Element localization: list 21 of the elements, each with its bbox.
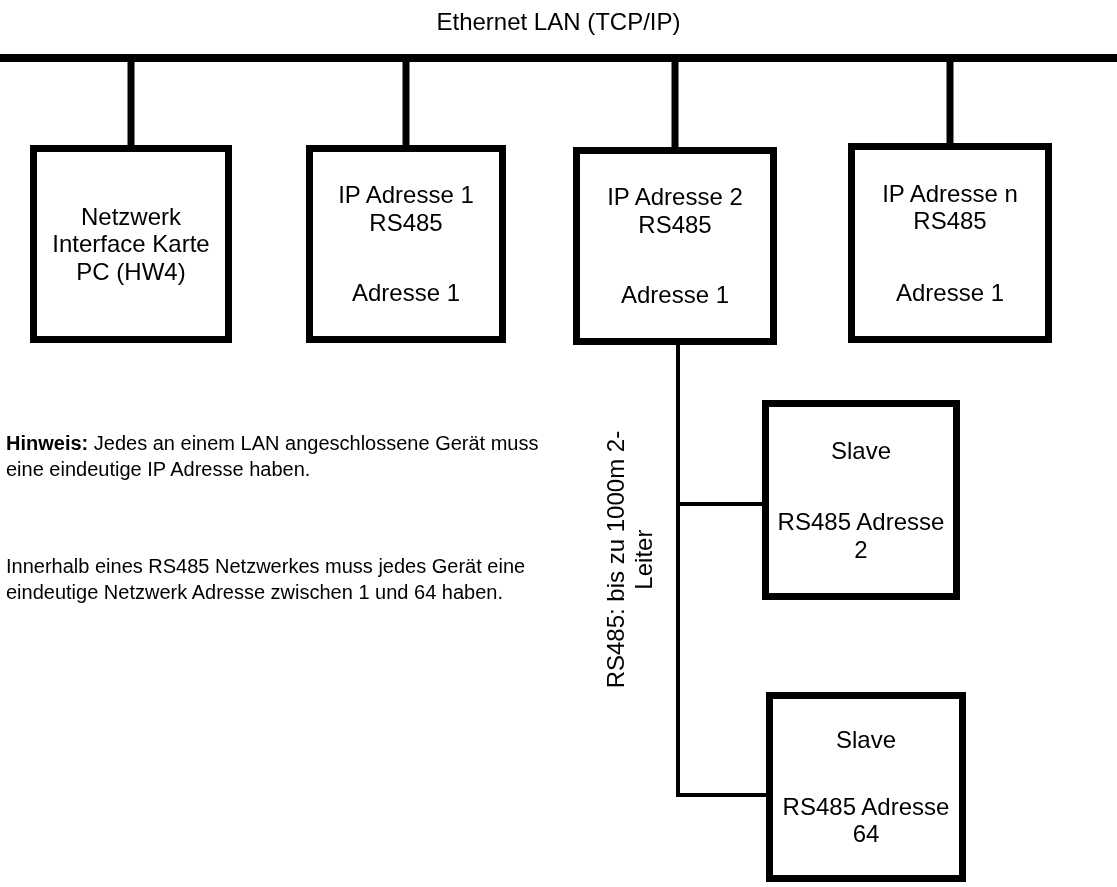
note-text: Hinweis: Jedes an einem LAN angeschlossene Gerät muss eine eindeutige IP Adresse haben. <box>6 431 540 482</box>
bus-title: Ethernet LAN (TCP/IP) <box>435 8 682 37</box>
device-box <box>306 145 506 343</box>
box-text: Adresse 1 <box>620 281 730 309</box>
box-text: Slave <box>830 436 891 465</box>
note-text: Innerhalb eines RS485 Netzwerkes muss jedes Gerät eine eindeutige Netzwerk Adresse zwischen 1 und 64 haben. <box>6 554 527 605</box>
box-text: IP Adresse n RS485 <box>881 179 1019 235</box>
box-text: Adresse 1 <box>895 278 1005 307</box>
box-text: IP Adresse 1 RS485 <box>337 181 475 237</box>
box-text: Adresse 1 <box>351 279 461 307</box>
device-box <box>573 147 777 345</box>
box-text: RS485 Adresse 64 <box>781 792 951 848</box>
box-text: Slave <box>835 726 896 754</box>
box-text: Netzwerk Interface Karte PC (HW4) <box>51 202 211 286</box>
connector-line <box>676 345 766 797</box>
device-box <box>30 145 232 343</box>
box-text: IP Adresse 2 RS485 <box>606 183 744 239</box>
device-box <box>762 400 960 600</box>
device-box <box>848 143 1052 343</box>
device-box <box>766 692 966 882</box>
box-text: RS485 Adresse 2 <box>776 508 946 564</box>
